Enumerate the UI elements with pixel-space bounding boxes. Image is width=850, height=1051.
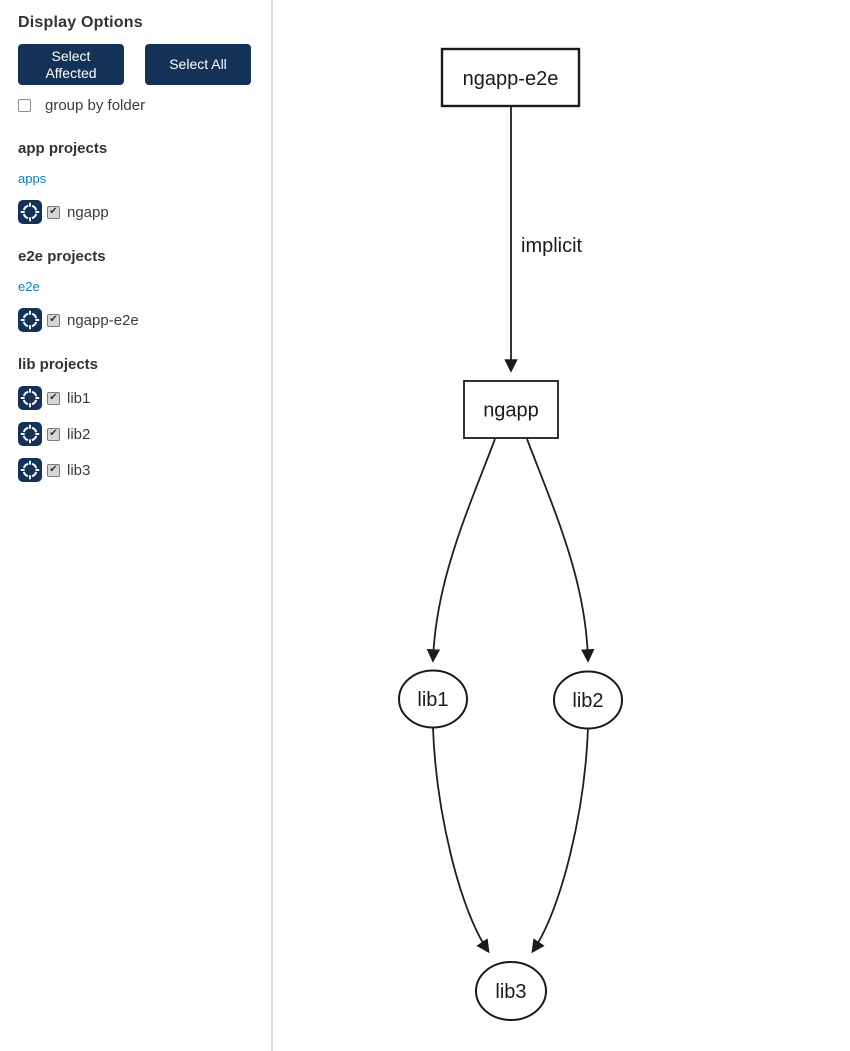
focus-project-button[interactable] (18, 200, 42, 224)
node-label: ngapp (483, 400, 539, 422)
graph-node-ngapp-e2e[interactable]: ngapp-e2e (440, 47, 581, 108)
graph-node-lib3[interactable]: lib3 (475, 961, 547, 1021)
edge-ngapp-to-lib1 (426, 438, 496, 663)
graph-node-ngapp[interactable]: ngapp (463, 380, 559, 439)
folder-link-apps[interactable]: apps (18, 171, 47, 186)
project-checkbox-ngapp[interactable] (47, 205, 60, 219)
selection-buttons-row: Select Affected Select All (18, 44, 253, 85)
folder-link-e2e[interactable]: e2e (18, 279, 40, 294)
focus-project-button[interactable] (18, 422, 42, 446)
project-checkbox-lib1[interactable] (47, 391, 60, 405)
select-all-button[interactable]: Select All (145, 44, 251, 85)
crosshair-focus-icon (18, 200, 42, 224)
section-app-projects: app projects apps ngapp (18, 140, 253, 224)
project-checkbox-lib2[interactable] (47, 427, 60, 441)
crosshair-focus-icon (18, 422, 42, 446)
sidebar-title: Display Options (18, 14, 143, 31)
group-by-folder-checkbox[interactable] (18, 99, 31, 112)
graph-node-lib1[interactable]: lib1 (398, 669, 468, 729)
project-label: lib2 (67, 425, 91, 443)
project-checkbox-lib3[interactable] (47, 463, 60, 477)
section-heading: lib projects (18, 356, 99, 373)
dependency-graph: implicit ngapp-e2e ngapp lib1 lib2 (398, 47, 623, 1021)
crosshair-focus-icon (18, 308, 42, 332)
project-row-lib1: lib1 (18, 386, 253, 410)
node-label: lib1 (417, 689, 448, 711)
project-row-lib2: lib2 (18, 422, 253, 446)
edge-lib1-to-lib3 (432, 727, 490, 954)
project-row-lib3: lib3 (18, 458, 253, 482)
section-heading: e2e projects (18, 248, 106, 265)
project-row-ngapp: ngapp (18, 200, 253, 224)
section-e2e-projects: e2e projects e2e ngapp-e2e (18, 248, 253, 332)
edge-ngapp-to-lib2 (526, 438, 595, 663)
node-label: lib2 (572, 690, 603, 712)
project-checkbox-ngapp-e2e[interactable] (47, 313, 60, 327)
group-by-folder-row: group by folder (18, 97, 253, 114)
group-by-folder-label: group by folder (45, 97, 146, 114)
project-label: ngapp-e2e (67, 311, 139, 329)
node-label: lib3 (495, 981, 526, 1003)
edge-label-implicit: implicit (521, 235, 583, 257)
project-label: lib1 (67, 389, 91, 407)
focus-project-button[interactable] (18, 386, 42, 410)
project-label: ngapp (67, 203, 109, 221)
graph-panel: implicit ngapp-e2e ngapp lib1 lib2 (273, 0, 850, 1051)
project-label: lib3 (67, 461, 91, 479)
crosshair-focus-icon (18, 458, 42, 482)
section-heading: app projects (18, 140, 108, 157)
crosshair-focus-icon (18, 386, 42, 410)
edge-lib2-to-lib3 (531, 727, 589, 954)
section-lib-projects: lib projects lib1 (18, 356, 253, 482)
node-label: ngapp-e2e (463, 68, 559, 90)
project-row-ngapp-e2e: ngapp-e2e (18, 308, 253, 332)
focus-project-button[interactable] (18, 458, 42, 482)
display-options-sidebar: Display Options Select Affected Select A… (0, 0, 273, 1051)
graph-node-lib2[interactable]: lib2 (553, 670, 623, 730)
focus-project-button[interactable] (18, 308, 42, 332)
select-affected-button[interactable]: Select Affected (18, 44, 124, 85)
